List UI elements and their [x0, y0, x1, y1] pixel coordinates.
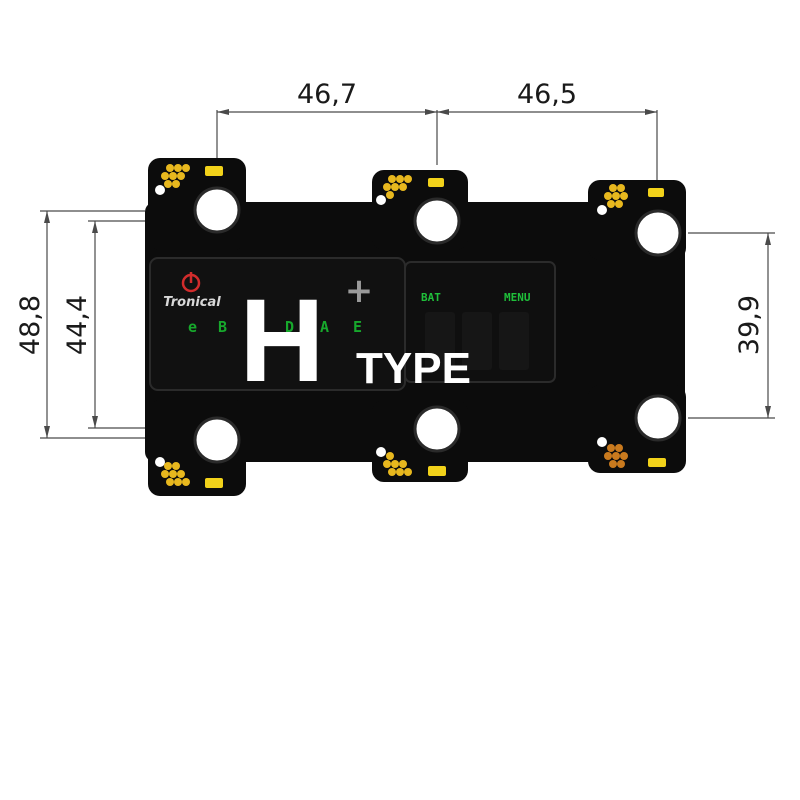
- mount-hole-top-right: [634, 209, 682, 257]
- dimension-lines: [40, 110, 775, 439]
- led-top-center: [428, 178, 444, 187]
- type-word: TYPE: [356, 344, 471, 393]
- mode-label-e: e: [188, 318, 197, 336]
- mount-hole-top-center: [413, 197, 461, 245]
- menu-label: MENU: [504, 291, 531, 304]
- contact-pads-bottom-center: [383, 452, 412, 476]
- led-bottom-left: [205, 478, 223, 488]
- dim-right-label: 39,9: [734, 295, 765, 355]
- plus-icon: +: [345, 271, 374, 311]
- mode-label-E: E: [353, 318, 362, 336]
- dim-left-inner-label: 44,4: [62, 295, 93, 355]
- alignment-dot: [376, 447, 386, 457]
- type-letter-h: H: [239, 275, 324, 407]
- brand-logo: Tronical: [163, 295, 221, 310]
- pcb-board: Tronical e B D A E + BAT MENU: [145, 158, 686, 496]
- alignment-dot: [597, 205, 607, 215]
- contact-pads-top-right: [604, 184, 628, 208]
- alignment-dot: [597, 437, 607, 447]
- bat-label: BAT: [421, 291, 441, 304]
- mount-hole-bottom-left: [193, 416, 241, 464]
- dimension-arrows: [44, 109, 771, 438]
- segment-display: [425, 312, 529, 370]
- mode-label-D: D: [285, 318, 294, 336]
- dim-top-right-label: 46,5: [517, 79, 577, 110]
- mount-hole-bottom-right: [634, 394, 682, 442]
- alignment-dot: [376, 195, 386, 205]
- mode-label-A: A: [320, 318, 329, 336]
- contact-pads-top-center: [383, 175, 412, 199]
- contact-pads-top-left: [161, 164, 190, 188]
- mount-hole-top-left: [193, 186, 241, 234]
- mode-label-B: B: [218, 318, 227, 336]
- dim-left-outer-label: 48,8: [15, 295, 46, 355]
- alignment-dot: [155, 457, 165, 467]
- led-top-right: [648, 188, 664, 197]
- alignment-dot: [155, 185, 165, 195]
- mount-hole-bottom-center: [413, 405, 461, 453]
- led-bottom-center: [428, 466, 446, 476]
- contact-pads-bottom-left: [161, 462, 190, 486]
- led-bottom-right: [648, 458, 666, 467]
- led-top-left: [205, 166, 223, 176]
- contact-pads-bottom-right: [604, 444, 628, 468]
- power-icon[interactable]: [181, 272, 201, 293]
- dim-top-left-label: 46,7: [297, 79, 357, 110]
